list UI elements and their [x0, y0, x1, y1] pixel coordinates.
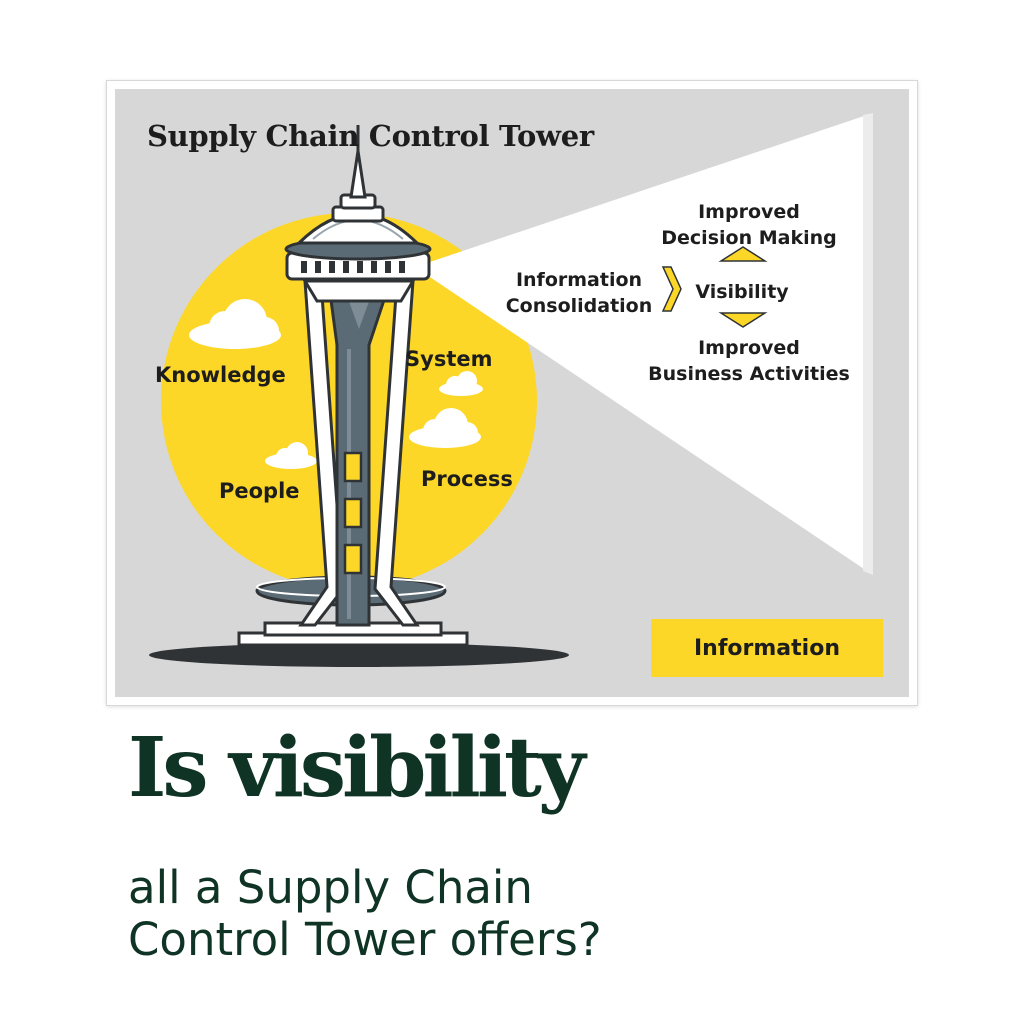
tower-spire: [349, 150, 367, 199]
label-improved-business-activities: Improved Business Activities: [648, 337, 850, 385]
tower-shadow: [149, 643, 569, 667]
label-knowledge: Knowledge: [155, 363, 286, 387]
subheadline: all a Supply Chain Control Tower offers?: [128, 862, 602, 966]
tower-window: [343, 451, 363, 483]
beam-edge-shade: [863, 113, 873, 575]
tower-illustration: [149, 113, 873, 667]
arrow-right-icon: [661, 266, 682, 312]
light-beam: [415, 113, 873, 575]
subheadline-line-2: Control Tower offers?: [128, 913, 602, 966]
information-box: Information: [651, 619, 883, 677]
label-improved-decision-making: Improved Decision Making: [661, 201, 837, 249]
label-people: People: [219, 479, 300, 503]
tower-window: [343, 543, 363, 575]
diagram-title: Supply Chain Control Tower: [147, 119, 594, 153]
diagram-panel: Supply Chain Control Tower Knowledge Sys…: [115, 89, 909, 697]
arrow-down-icon: [718, 312, 768, 328]
subheadline-line-1: all a Supply Chain: [128, 861, 533, 914]
arrow-up-icon: [718, 246, 768, 262]
label-process: Process: [421, 467, 513, 491]
cloud-icon: [409, 408, 481, 448]
label-information-consolidation: Information Consolidation: [505, 269, 653, 317]
tower-head-base: [302, 279, 416, 303]
label-visibility: Visibility: [695, 281, 789, 303]
label-system: System: [405, 347, 493, 371]
headline: Is visibility: [128, 720, 585, 816]
cloud-icon: [265, 442, 317, 469]
diagram-card: Supply Chain Control Tower Knowledge Sys…: [106, 80, 918, 706]
tower-window: [343, 497, 363, 529]
cloud-icon: [439, 371, 483, 396]
cloud-icon: [189, 299, 281, 349]
